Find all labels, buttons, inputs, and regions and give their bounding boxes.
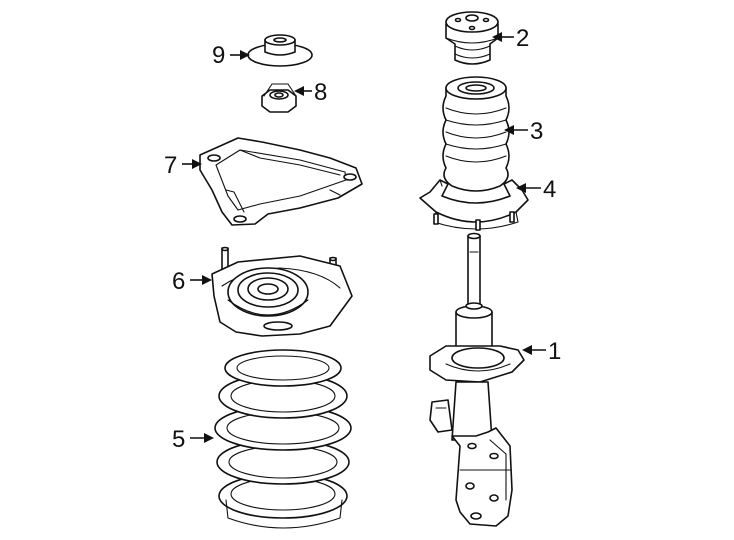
arrowhead-4: [516, 183, 526, 193]
callout-label-1: 1: [548, 338, 561, 365]
arrowhead-3: [504, 125, 514, 135]
arrowhead-7: [192, 159, 202, 169]
callout-label-5: 5: [172, 426, 185, 453]
arrowhead-1: [522, 345, 532, 355]
callout-label-8: 8: [314, 79, 327, 106]
callout-6: 6: [172, 268, 212, 295]
callout-label-4: 4: [543, 176, 556, 203]
callout-label-6: 6: [172, 268, 185, 295]
arrowhead-2: [492, 32, 502, 42]
part-9-washer: [247, 34, 313, 67]
callout-7: 7: [164, 152, 202, 179]
callout-8: 8: [294, 79, 327, 106]
callout-label-3: 3: [530, 118, 543, 145]
part-1-strut-assembly: [429, 232, 525, 527]
callout-1: 1: [522, 338, 561, 365]
callout-9: 9: [212, 42, 250, 69]
part-3-dust-boot: [442, 76, 510, 192]
arrowhead-5: [204, 433, 214, 443]
callout-3: 3: [504, 118, 543, 145]
callout-5: 5: [172, 426, 214, 453]
part-5-coil-spring: [214, 349, 352, 529]
callout-label-2: 2: [516, 25, 529, 52]
part-7-bracket-plate: [199, 137, 363, 226]
part-2-jounce-bumper: [445, 11, 499, 65]
part-8-nut: [261, 83, 297, 113]
callout-label-7: 7: [164, 152, 177, 179]
arrowhead-6: [202, 275, 212, 285]
callout-4: 4: [516, 176, 556, 203]
arrowhead-9: [240, 50, 250, 60]
callout-label-9: 9: [212, 42, 225, 69]
callout-2: 2: [492, 25, 529, 52]
part-4-spring-seat: [419, 179, 529, 231]
part-6-strut-mount: [211, 246, 353, 337]
arrowhead-8: [294, 86, 304, 96]
